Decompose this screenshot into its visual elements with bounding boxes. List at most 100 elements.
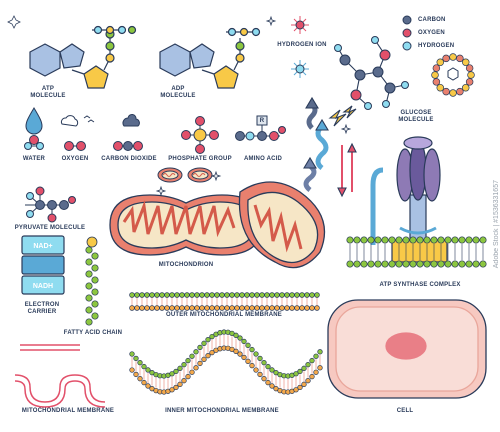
ring-dot	[456, 87, 464, 96]
membrane-head	[374, 260, 382, 268]
membrane-head	[154, 305, 160, 311]
membrane-head	[173, 368, 179, 375]
water-drop-icon	[24, 107, 44, 150]
membrane-head	[430, 236, 438, 244]
outer-membrane-icon	[129, 292, 320, 311]
membrane-head	[294, 292, 300, 298]
membrane-head	[204, 292, 210, 298]
membrane-head	[164, 292, 170, 298]
membrane-head	[313, 369, 319, 375]
small-mitochondria-icon	[157, 167, 213, 183]
membrane-head	[269, 383, 275, 389]
membrane-head	[159, 305, 165, 311]
membrane-head	[169, 292, 175, 298]
membrane-head	[129, 305, 135, 311]
electron-carrier-label: ELECTRON CARRIER	[24, 302, 60, 315]
membrane-head	[458, 236, 466, 244]
element-legend	[402, 15, 412, 51]
membrane-head	[472, 260, 480, 268]
watermark-text: Adobe Stock | #1536331657	[493, 180, 500, 269]
membrane-head	[261, 376, 267, 382]
ring-dot	[431, 71, 439, 79]
membrane-head	[234, 292, 240, 298]
membrane-head	[249, 346, 255, 353]
membrane-head	[301, 365, 307, 371]
membrane-head	[133, 371, 139, 378]
membrane-head	[229, 305, 235, 311]
membrane-head	[233, 348, 239, 354]
membrane-head	[297, 384, 303, 391]
membrane-head	[289, 305, 295, 311]
membrane-head	[305, 378, 311, 384]
sparkle-decoration-icon	[7, 15, 352, 197]
membrane-head	[169, 387, 175, 393]
membrane-head	[185, 373, 191, 380]
ring-dot	[436, 83, 445, 92]
fatty-acid-bead	[91, 312, 99, 320]
membrane-head	[309, 373, 315, 380]
adp-molecule-label: ADP MOLECULE	[160, 86, 196, 99]
membrane-head	[209, 305, 215, 311]
legend-hydrogen-label: HYDROGEN	[418, 43, 455, 49]
membrane-head	[388, 236, 396, 244]
membrane-head	[204, 305, 210, 311]
fatty-acid-bead	[91, 300, 99, 308]
ring-dot	[432, 64, 441, 72]
membrane-head	[129, 351, 135, 357]
membrane-head	[293, 387, 299, 393]
nadh-text: NADH	[33, 283, 53, 290]
membrane-head	[177, 365, 183, 371]
membrane-head	[269, 305, 275, 311]
membrane-head	[239, 305, 245, 311]
membrane-head	[194, 305, 200, 311]
membrane-head	[294, 305, 300, 311]
membrane-head	[353, 260, 361, 268]
membrane-head	[139, 305, 145, 311]
amino-acid-label: AMINO ACID	[243, 156, 283, 162]
membrane-head	[309, 357, 315, 364]
amino-acid-icon	[235, 115, 286, 141]
membrane-head	[181, 378, 187, 384]
membrane-head	[451, 260, 459, 268]
membrane-head	[265, 379, 271, 386]
fatty-acid-bead	[91, 252, 99, 260]
membrane-head	[317, 365, 323, 371]
membrane-head	[173, 384, 179, 391]
membrane-head	[416, 260, 424, 268]
membrane-head	[224, 292, 230, 298]
membrane-head	[257, 355, 263, 362]
membrane-head	[284, 305, 290, 311]
membrane-head	[149, 292, 155, 298]
membrane-head	[479, 260, 487, 268]
membrane-head	[416, 236, 424, 244]
adp-molecule-icon	[159, 27, 261, 89]
membrane-head	[409, 236, 417, 244]
membrane-head	[409, 260, 417, 268]
mito-membrane-icon	[14, 344, 106, 408]
membrane-head	[159, 292, 165, 298]
membrane-head	[259, 305, 265, 311]
atp-molecule-icon	[29, 25, 137, 89]
membrane-head	[264, 305, 270, 311]
membrane-head	[224, 305, 230, 311]
fatty-acid-bead	[91, 264, 99, 272]
membrane-head	[184, 292, 190, 298]
cell-icon	[327, 299, 487, 399]
membrane-head	[214, 292, 220, 298]
membrane-head	[154, 292, 160, 298]
membrane-head	[244, 292, 250, 298]
synthase-membrane-icon	[346, 236, 487, 268]
membrane-head	[245, 342, 251, 348]
membrane-head	[360, 260, 368, 268]
membrane-head	[199, 292, 205, 298]
membrane-head	[237, 351, 243, 357]
membrane-head	[465, 260, 473, 268]
membrane-head	[299, 305, 305, 311]
membrane-head	[293, 371, 299, 377]
inner-membrane-label: INNER MITOCHONDRIAL MEMBRANE	[165, 408, 279, 414]
membrane-head	[479, 236, 487, 244]
membrane-head	[279, 305, 285, 311]
membrane-head	[145, 367, 151, 373]
ring-dot	[461, 58, 470, 67]
